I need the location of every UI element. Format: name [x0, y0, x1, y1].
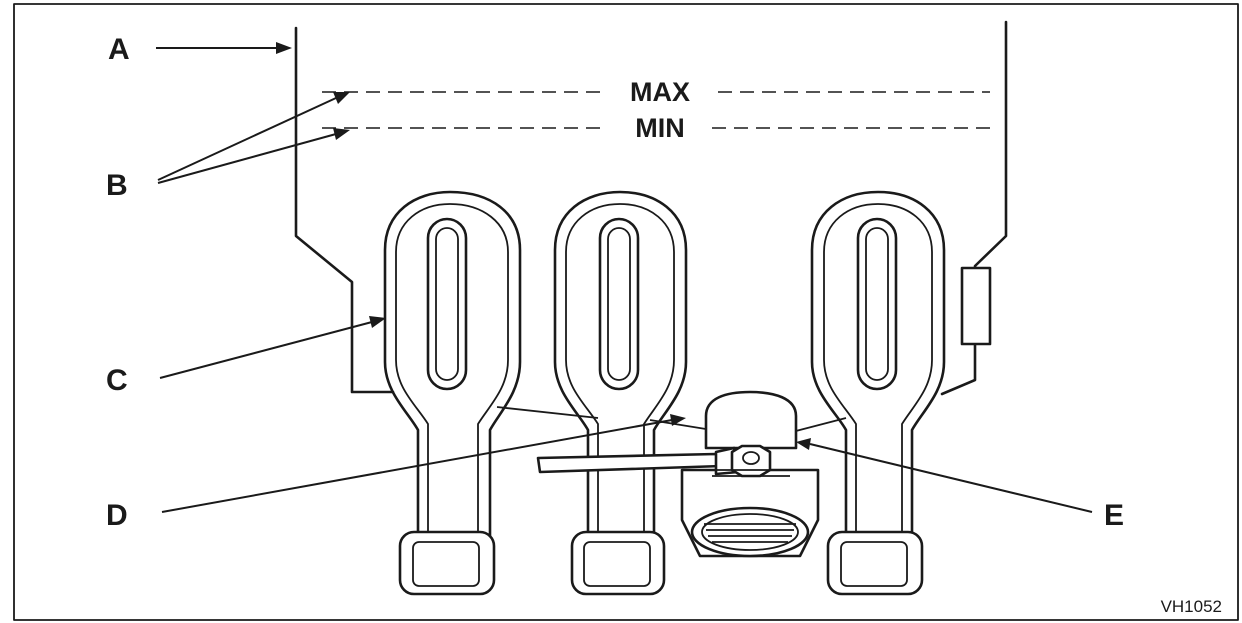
paddle-left	[383, 190, 522, 596]
paddle-middle-slot	[598, 217, 640, 391]
callout-a: A	[108, 33, 130, 66]
paddle-middle-foot	[570, 530, 666, 596]
min-label: MIN	[635, 113, 685, 143]
tank-wall	[294, 20, 1008, 396]
valve-nut	[730, 444, 772, 478]
callout-c: C	[106, 364, 128, 397]
paddle-right	[810, 190, 946, 596]
max-label: MAX	[630, 77, 690, 107]
figure-code: VH1052	[1161, 597, 1222, 616]
callout-b: B	[106, 169, 128, 202]
level-lines: MAX MIN	[322, 77, 990, 143]
callout-arrows	[156, 42, 1093, 513]
paddle-left-slot	[426, 217, 468, 391]
paddle-left-foot	[398, 530, 496, 596]
callout-e: E	[1104, 499, 1124, 532]
valve-cap	[704, 390, 798, 450]
ball-valve	[536, 390, 820, 558]
callout-d: D	[106, 499, 128, 532]
paddle-right-slot	[856, 217, 898, 391]
figure-frame	[13, 3, 1239, 621]
paddle-middle	[553, 190, 688, 596]
valve-port	[690, 506, 810, 558]
side-fitting	[960, 266, 992, 346]
paddle-right-foot	[826, 530, 924, 596]
